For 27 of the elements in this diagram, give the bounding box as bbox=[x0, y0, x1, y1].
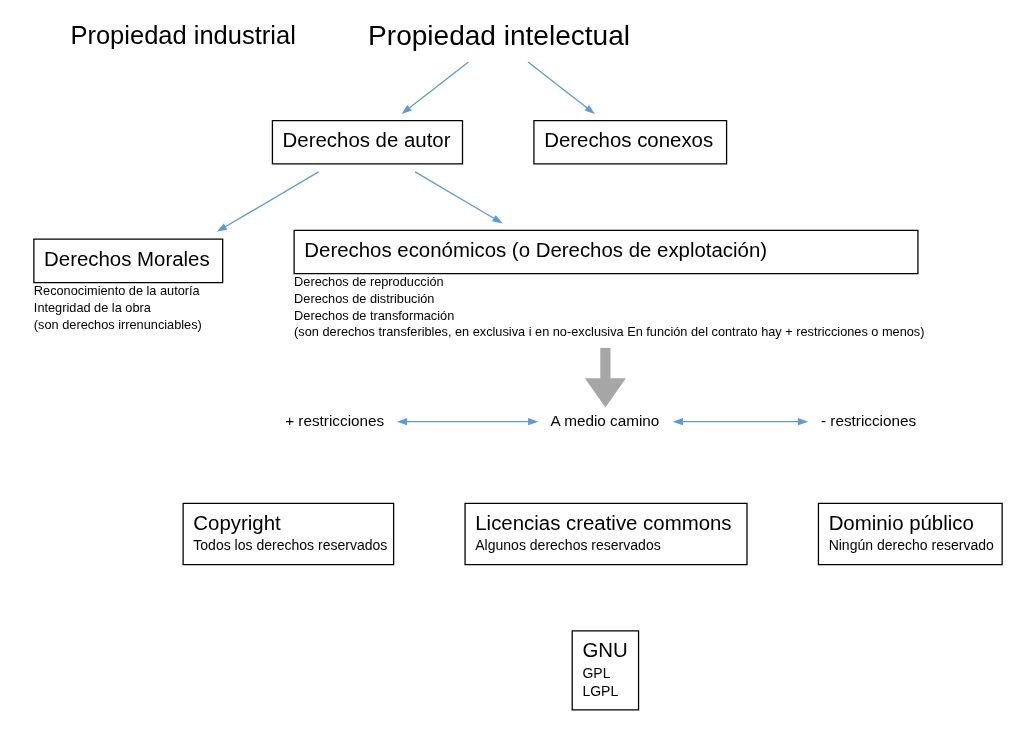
node-label: Derechos de reproducción bbox=[294, 274, 444, 290]
arrow bbox=[672, 418, 809, 426]
node-box: Derechos de autor bbox=[271, 119, 464, 165]
node-label: Derechos de transformación bbox=[294, 307, 455, 323]
arrow bbox=[527, 61, 595, 114]
label: Propiedad industrial bbox=[70, 21, 296, 50]
arrow bbox=[216, 171, 320, 232]
node-text: - restricciones bbox=[820, 412, 917, 430]
node-label: (son derechos transferibles, en exclusiva i en no-exclusiva En función del contrato hay + restricciones o menos) bbox=[294, 324, 925, 340]
node-box: Derechos conexos bbox=[533, 119, 728, 165]
node-box: GNU GPL LGPL bbox=[571, 630, 640, 711]
node-label: Reconocimiento de la autoría bbox=[33, 283, 200, 299]
node-label: Derechos de distribución bbox=[294, 290, 435, 306]
node-box: Copyright Todos los derechos reservados bbox=[182, 502, 395, 566]
node-text: + restricciones bbox=[285, 412, 385, 430]
arrow bbox=[414, 171, 503, 224]
arrow bbox=[396, 418, 539, 426]
arrow bbox=[584, 347, 626, 408]
node-box: Derechos Morales bbox=[33, 238, 224, 284]
arrow bbox=[401, 61, 470, 114]
node-label: (son derechos irrenunciables) bbox=[33, 316, 202, 332]
node-text: A medio camino bbox=[550, 412, 660, 430]
node-box: Licencias creative commons Algunos derechos reservados bbox=[464, 502, 748, 566]
node-box: Dominio público Ningún derecho reservado bbox=[817, 502, 1003, 566]
node-box: Derechos económicos (o Derechos de explotación) bbox=[293, 229, 919, 275]
node-label: Integridad de la obra bbox=[33, 299, 151, 315]
node-text: Propiedad intelectual bbox=[368, 19, 631, 51]
